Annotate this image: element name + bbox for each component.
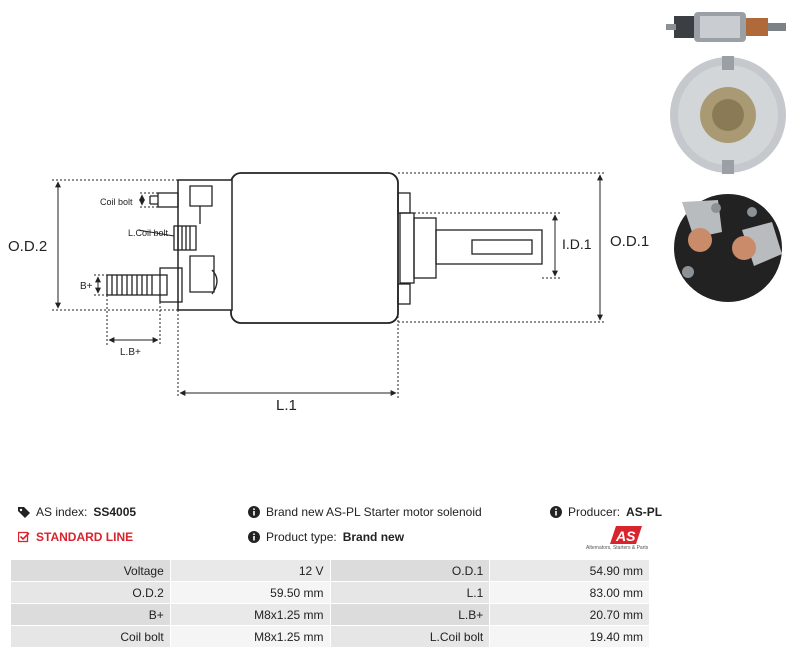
producer-value: AS-PL	[626, 505, 663, 519]
bplus-label: B+	[80, 281, 93, 292]
solenoid-technical-drawing: O.D.2 O.D.1 I.D.1 L.1 L.B+ B+ Coil bolt …	[8, 172, 649, 414]
spec-value: 20.70 mm	[489, 603, 650, 626]
lbplus-label: L.B+	[120, 347, 141, 358]
od2-label: O.D.2	[8, 238, 47, 255]
product-type-value: Brand new	[342, 530, 405, 544]
spec-label: B+	[10, 603, 171, 626]
as-index-label: AS index:	[36, 505, 88, 519]
as-index-value: SS4005	[93, 505, 137, 519]
spec-label: O.D.2	[10, 581, 171, 604]
table-row: Voltage 12 V O.D.1 54.90 mm	[10, 559, 650, 582]
as-index: AS index: SS4005	[18, 505, 136, 519]
producer-label: Producer:	[568, 505, 621, 519]
product-type-label: Product type:	[266, 530, 337, 544]
tag-icon	[18, 506, 30, 518]
lcoil-bolt-label: L.Coil bolt	[128, 228, 169, 238]
spec-value: 19.40 mm	[489, 625, 650, 648]
spec-value: 59.50 mm	[169, 581, 331, 604]
info-icon	[248, 531, 260, 543]
id1-label: I.D.1	[562, 236, 592, 252]
logo-subtext: Alternators, Starters & Parts	[586, 545, 649, 551]
description: Brand new AS-PL Starter motor solenoid	[248, 505, 482, 519]
producer: Producer: AS-PL	[550, 505, 662, 519]
info-icon	[550, 506, 562, 518]
product-type: Product type: Brand new	[248, 530, 404, 544]
spec-label: L.1	[329, 581, 491, 604]
photo-front-view	[670, 56, 786, 174]
spec-label: Voltage	[10, 559, 171, 582]
standard-line-text: STANDARD LINE	[36, 530, 134, 544]
table-row: Coil bolt M8x1.25 mm L.Coil bolt 19.40 m…	[10, 625, 650, 648]
spec-value: M8x1.25 mm	[169, 625, 331, 648]
spec-label: L.B+	[329, 603, 491, 626]
photo-rear-view	[674, 194, 782, 302]
spec-label: O.D.1	[329, 559, 491, 582]
photo-side-view	[666, 12, 786, 42]
coil-bolt-label: Coil bolt	[100, 197, 133, 207]
spec-value: 54.90 mm	[489, 559, 650, 582]
specs-table: Voltage 12 V O.D.1 54.90 mm O.D.2 59.50 …	[10, 559, 650, 648]
table-row: O.D.2 59.50 mm L.1 83.00 mm	[10, 581, 650, 604]
info-icon	[248, 506, 260, 518]
as-pl-logo: AS	[610, 526, 642, 544]
logo-text: AS	[615, 528, 636, 544]
checkbox-icon	[18, 531, 30, 543]
l1-label: L.1	[276, 397, 297, 414]
spec-value: 12 V	[169, 559, 331, 582]
spec-label: L.Coil bolt	[329, 625, 491, 648]
table-row: B+ M8x1.25 mm L.B+ 20.70 mm	[10, 603, 650, 626]
spec-value: M8x1.25 mm	[169, 603, 331, 626]
spec-value: 83.00 mm	[489, 581, 650, 604]
standard-line: STANDARD LINE	[18, 530, 133, 544]
od1-label: O.D.1	[610, 233, 649, 250]
spec-label: Coil bolt	[10, 625, 171, 648]
description-text: Brand new AS-PL Starter motor solenoid	[266, 505, 482, 519]
